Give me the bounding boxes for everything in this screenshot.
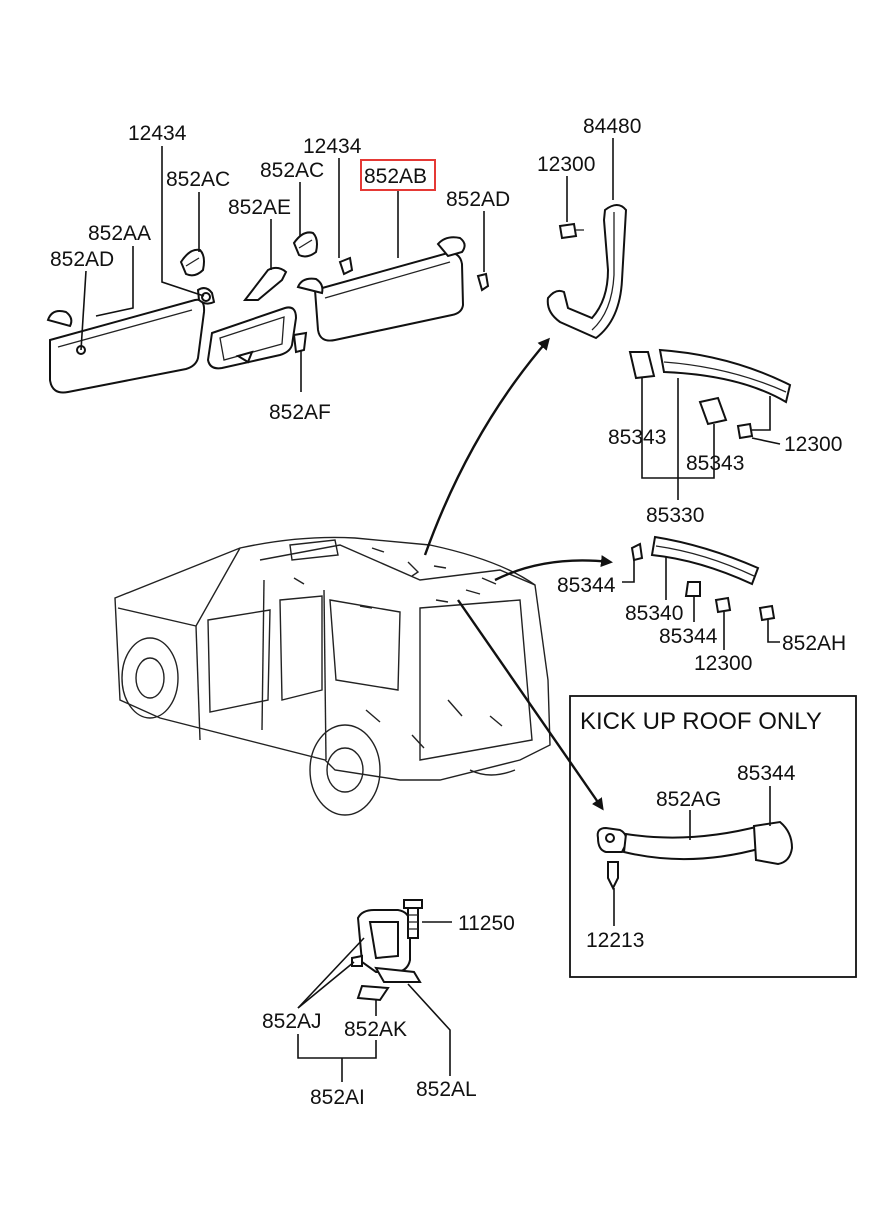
arrow-to-kickup xyxy=(457,599,604,811)
rear-view-mirror xyxy=(206,266,298,370)
screw-12300-rail xyxy=(714,596,732,614)
mirror-screw-852af xyxy=(292,331,308,354)
roof-handle-85330 xyxy=(628,348,792,426)
label-85344-rail: 85344 xyxy=(557,574,616,597)
screw-852ah xyxy=(758,604,776,622)
label-852ac-left: 852AC xyxy=(166,168,230,191)
kickup-roof-box: KICK UP ROOF ONLY xyxy=(569,695,857,978)
highlight-852ab xyxy=(360,159,436,191)
label-85330: 85330 xyxy=(646,504,704,527)
label-852ag: 852AG xyxy=(656,788,721,811)
label-852ah: 852AH xyxy=(782,632,846,655)
label-84480: 84480 xyxy=(583,115,641,138)
sun-visor-left xyxy=(46,287,216,394)
label-85343-left: 85343 xyxy=(608,426,666,449)
arrow-to-rail xyxy=(494,555,613,582)
label-852ad-right: 852AD xyxy=(446,188,510,211)
vehicle-body xyxy=(114,536,551,816)
label-85344-kickup: 85344 xyxy=(737,762,796,785)
leader-lines xyxy=(80,138,781,1082)
screw-852ad-right xyxy=(476,272,490,292)
assist-grip-handle xyxy=(546,204,628,340)
arrow-to-grip xyxy=(423,337,550,556)
label-12434-right: 12434 xyxy=(303,135,362,158)
screw-12434-right xyxy=(338,256,354,276)
part-labels: 12434 852AC 852AA 852AD 852AE 852AC 1243… xyxy=(50,115,846,1109)
label-852ad-left: 852AD xyxy=(50,248,114,271)
label-852ab: 852AB xyxy=(364,165,427,188)
label-852al: 852AL xyxy=(416,1078,477,1101)
label-852aa: 852AA xyxy=(88,222,151,245)
visor-clip-left xyxy=(179,248,205,277)
label-852ac-right: 852AC xyxy=(260,159,324,182)
label-12300-rail: 12300 xyxy=(694,652,752,675)
label-12300-grip: 12300 xyxy=(537,153,595,176)
grab-assembly-852ai xyxy=(351,909,422,1002)
label-12434-left: 12434 xyxy=(128,122,187,145)
label-85340: 85340 xyxy=(625,602,683,625)
sun-visor-right xyxy=(296,236,466,342)
roof-rail-85340 xyxy=(630,535,760,597)
label-852ai: 852AI xyxy=(310,1086,365,1109)
kickup-title: KICK UP ROOF ONLY xyxy=(580,708,822,735)
label-852ak: 852AK xyxy=(344,1018,407,1041)
label-85343-right: 85343 xyxy=(686,452,744,475)
label-85344-lower: 85344 xyxy=(659,625,718,648)
label-852aj: 852AJ xyxy=(262,1010,322,1033)
label-11250: 11250 xyxy=(458,912,515,935)
bolt-11250 xyxy=(403,899,423,939)
screw-12434-left xyxy=(201,292,211,302)
label-852ae: 852AE xyxy=(228,196,291,219)
screw-12300-handle xyxy=(736,422,754,440)
label-12213: 12213 xyxy=(586,929,644,952)
label-852af: 852AF xyxy=(269,401,331,424)
label-12300-handle: 12300 xyxy=(784,433,842,456)
visor-clip-right xyxy=(292,231,318,258)
screw-12300-grip xyxy=(558,222,584,240)
